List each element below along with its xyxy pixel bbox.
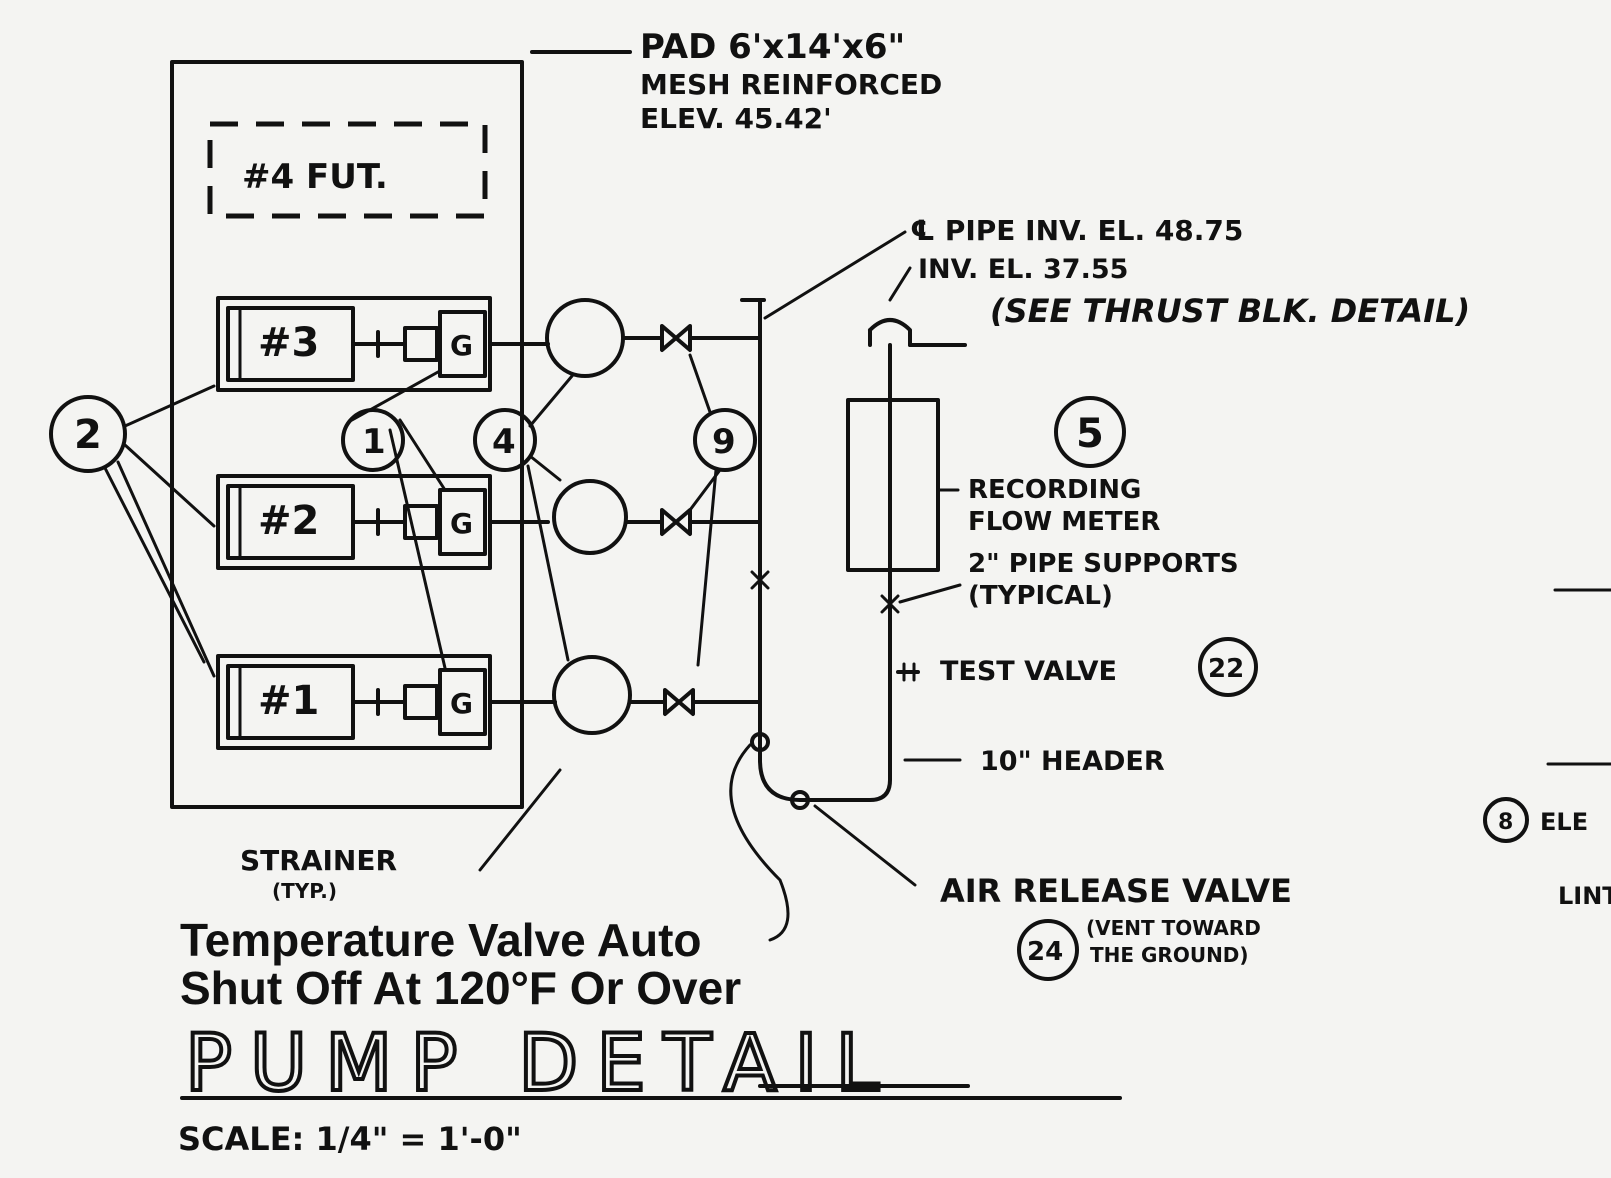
svg-text:5: 5 <box>1076 411 1104 457</box>
air-release-note: AIR RELEASE VALVE <box>940 872 1292 910</box>
pad-note-3: ELEV. 45.42' <box>640 102 832 135</box>
pump-2-label: #2 <box>258 498 319 544</box>
temperature-note-1: Temperature Valve Auto <box>180 914 702 966</box>
vent-note-2: THE GROUND) <box>1090 943 1249 967</box>
svg-text:1: 1 <box>362 422 386 462</box>
callout-1: 1 <box>341 408 405 472</box>
future-pump-label: #4 FUT. <box>242 157 388 197</box>
vent-note-1: (VENT TOWARD <box>1086 916 1261 940</box>
temperature-note-2: Shut Off At 120°F Or Over <box>180 962 741 1014</box>
pad-note-2: MESH REINFORCED <box>640 68 942 101</box>
pipe-inv-note: ℄ PIPE INV. EL. 48.75 <box>910 214 1243 247</box>
svg-text:24: 24 <box>1027 937 1063 967</box>
strainer-1 <box>552 655 632 735</box>
flow-meter-note-2: FLOW METER <box>968 507 1160 537</box>
strainer-note-2: (TYP.) <box>272 879 337 903</box>
right-edge-note-2: LINT <box>1558 882 1611 910</box>
inv2-note: INV. EL. 37.55 <box>918 254 1128 285</box>
callout-8: 8 <box>1483 797 1529 843</box>
callout-22: 22 <box>1198 637 1258 697</box>
header-note: 10" HEADER <box>980 746 1165 777</box>
callout-9: 9 <box>693 408 757 472</box>
flow-meter-note-1: RECORDING <box>968 475 1141 505</box>
scale-note: SCALE: 1/4" = 1'-0" <box>178 1120 522 1158</box>
pump-3: G <box>216 296 550 392</box>
pump-1: G <box>216 654 557 750</box>
pump-2: G <box>216 474 550 570</box>
callout-5: 5 <box>1054 396 1126 468</box>
drawing-title: PUMP DETAIL <box>185 1019 897 1109</box>
discharge-lines <box>621 324 762 716</box>
pad-note-1: PAD 6'x14'x6" <box>640 27 905 67</box>
supports-note-2: (TYPICAL) <box>968 581 1113 611</box>
right-edge-note-1: ELE <box>1540 808 1588 836</box>
pump-3-label: #3 <box>258 320 319 366</box>
header-pipe <box>740 298 967 810</box>
pump-1-label: #1 <box>258 678 319 724</box>
svg-text:2: 2 <box>74 412 102 458</box>
flow-meter <box>846 398 940 572</box>
test-valve-note: TEST VALVE <box>940 656 1117 687</box>
svg-text:22: 22 <box>1208 654 1244 684</box>
svg-text:4: 4 <box>492 422 516 462</box>
strainer-note-1: STRAINER <box>240 844 397 877</box>
supports-note-1: 2" PIPE SUPPORTS <box>968 549 1239 579</box>
svg-text:G: G <box>450 687 473 720</box>
svg-text:G: G <box>450 329 473 362</box>
callout-4: 4 <box>473 408 537 472</box>
svg-text:9: 9 <box>712 422 736 462</box>
thrust-note: (SEE THRUST BLK. DETAIL) <box>990 292 1470 330</box>
concrete-pad <box>170 60 524 809</box>
strainer-3 <box>545 298 625 378</box>
leader-lines <box>103 230 1611 942</box>
svg-text:G: G <box>450 507 473 540</box>
callout-2: 2 <box>49 395 127 473</box>
strainer-2 <box>552 479 628 555</box>
callout-24: 24 <box>1017 919 1079 981</box>
svg-text:8: 8 <box>1498 810 1513 835</box>
